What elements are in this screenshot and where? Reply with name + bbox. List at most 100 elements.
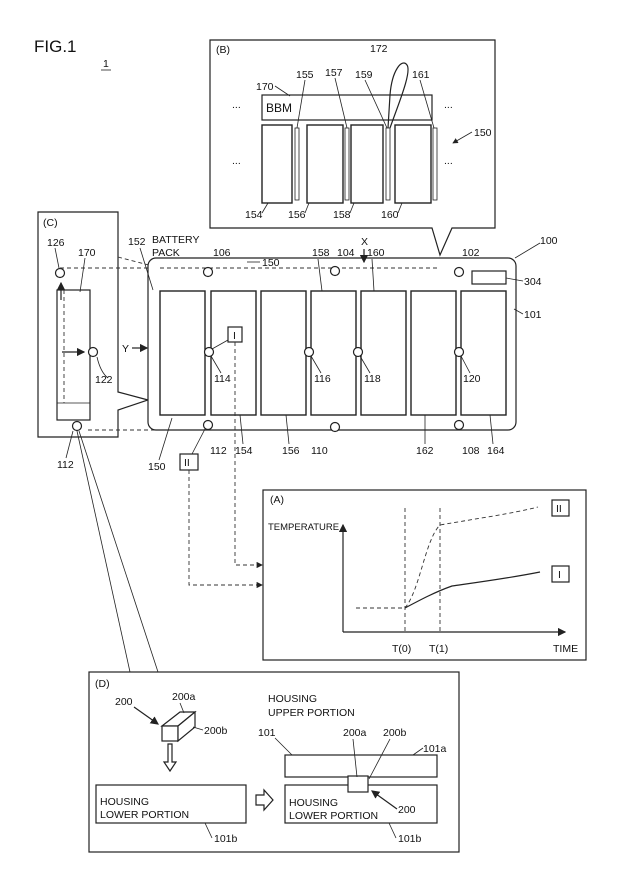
ref-108: 108 — [462, 445, 480, 457]
panel-c-module — [57, 290, 90, 420]
ref-162: 162 — [416, 445, 434, 457]
t1-label: T(1) — [429, 643, 448, 655]
housing-upper-right — [285, 755, 437, 777]
housing-upper-line1: HOUSING — [268, 693, 317, 705]
ref-100: 100 — [540, 235, 558, 247]
figure-title: FIG.1 — [34, 37, 77, 56]
panel-b-label: (B) — [216, 44, 230, 56]
ref-c-112: 112 — [57, 459, 74, 471]
sensor-118 — [354, 348, 363, 357]
temperature-axis-label: TEMPERATURE — [268, 522, 339, 533]
sensor-110 — [331, 423, 340, 432]
sensor-120 — [455, 348, 464, 357]
sensor-108 — [455, 421, 464, 430]
ref-d-101: 101 — [258, 727, 276, 739]
panel-b-cell-154 — [262, 125, 292, 203]
housing-lower-right-line1: HOUSING — [289, 797, 338, 809]
sensor-116 — [305, 348, 314, 357]
ref-164: 164 — [487, 445, 505, 457]
ref-c-126: 126 — [47, 237, 65, 249]
ref-156: 156 — [282, 445, 300, 457]
connector-ii-to-graph — [189, 470, 262, 585]
panel-a-box — [263, 490, 586, 660]
panel-c-sensor-122 — [89, 348, 98, 357]
sensor-102 — [455, 268, 464, 277]
housing-lower-left-line2: LOWER PORTION — [100, 809, 189, 821]
sensor-104 — [331, 267, 340, 276]
component-304 — [472, 271, 506, 284]
pack-cell-164 — [461, 291, 506, 415]
ref-104: 104 — [337, 247, 355, 259]
ref-158: 158 — [312, 247, 330, 259]
ref-304: 304 — [524, 276, 542, 288]
pack-cell-160 — [361, 291, 406, 415]
marker-ii-text: II — [184, 457, 190, 469]
pack-cell-154a — [160, 291, 205, 415]
ref-d-200a-right: 200a — [343, 727, 367, 739]
pack-cell-162 — [411, 291, 456, 415]
callout-to-d-left — [77, 431, 130, 672]
ref-d-101b-right: 101b — [398, 833, 422, 845]
ref-b-172: 172 — [370, 43, 388, 55]
panel-b-dots-right-top: ... — [444, 99, 453, 111]
ref-b-160: 160 — [381, 209, 399, 221]
ref-b-158: 158 — [333, 209, 351, 221]
panel-d: (D) HOUSING LOWER PORTION 200 200a 200b … — [89, 672, 459, 852]
panel-b-dots-right-mid: ... — [444, 155, 453, 167]
sensor-200b-body — [162, 726, 178, 741]
pack-cell-156 — [261, 291, 306, 415]
panel-a-label: (A) — [270, 494, 284, 506]
panel-b: (B) BBM ... ... ... ... 170 155 157 159 … — [210, 40, 495, 255]
time-axis-label: TIME — [553, 643, 578, 655]
ref-d-200a-left: 200a — [172, 691, 196, 703]
marker-i-text: I — [233, 330, 236, 342]
bbm-label: BBM — [266, 101, 292, 115]
ref-110: 110 — [311, 445, 328, 457]
ref-b-157: 157 — [325, 67, 343, 79]
ref-150-top: 150 — [262, 257, 280, 269]
housing-upper-line2: UPPER PORTION — [268, 707, 355, 719]
ref-112: 112 — [210, 445, 227, 457]
housing-lower-left-line1: HOUSING — [100, 796, 149, 808]
ref-c-170: 170 — [78, 247, 96, 259]
ref-102: 102 — [462, 247, 480, 259]
panel-b-dots-left-mid: ... — [232, 155, 241, 167]
figure-ref-1: 1 — [103, 58, 109, 70]
panel-c: (C) 126 170 122 112 — [38, 212, 148, 471]
ref-d-200b-left: 200b — [204, 725, 228, 737]
panel-c-sensor-126 — [56, 269, 65, 278]
ref-b-150: 150 — [474, 127, 492, 139]
battery-pack-label-1: BATTERY — [152, 234, 199, 246]
ref-d-200-right: 200 — [398, 804, 416, 816]
housing-lower-right-line2: LOWER PORTION — [289, 810, 378, 822]
panel-a: (A) TEMPERATURE TIME T(0) T(1) II I — [263, 490, 586, 660]
ref-d-200-left: 200 — [115, 696, 133, 708]
ref-116: 116 — [314, 373, 331, 385]
ref-d-101a: 101a — [423, 743, 447, 755]
sensor-106 — [204, 268, 213, 277]
sensor-112 — [204, 421, 213, 430]
ref-101: 101 — [524, 309, 542, 321]
ref-b-156: 156 — [288, 209, 306, 221]
ref-d-101b-left: 101b — [214, 833, 238, 845]
axis-y-label: Y — [122, 343, 129, 355]
ref-152: 152 — [128, 236, 146, 248]
ref-120: 120 — [463, 373, 481, 385]
ref-154: 154 — [235, 445, 253, 457]
ref-160: 160 — [367, 247, 385, 259]
ref-c-122: 122 — [95, 374, 113, 386]
series-ii-marker-text: II — [556, 503, 562, 515]
sensor-200-installed — [348, 776, 368, 792]
panel-c-sensor-112 — [73, 422, 82, 431]
callout-to-d-right — [79, 431, 158, 672]
ref-b-154: 154 — [245, 209, 263, 221]
ref-106: 106 — [213, 247, 231, 259]
panel-b-cell-158 — [351, 125, 383, 203]
ref-114: 114 — [214, 373, 231, 385]
ref-d-200b-right: 200b — [383, 727, 407, 739]
ref-b-161: 161 — [412, 69, 430, 81]
panel-b-cell-156 — [307, 125, 343, 203]
ref-b-155: 155 — [296, 69, 314, 81]
panel-c-label: (C) — [43, 217, 58, 229]
